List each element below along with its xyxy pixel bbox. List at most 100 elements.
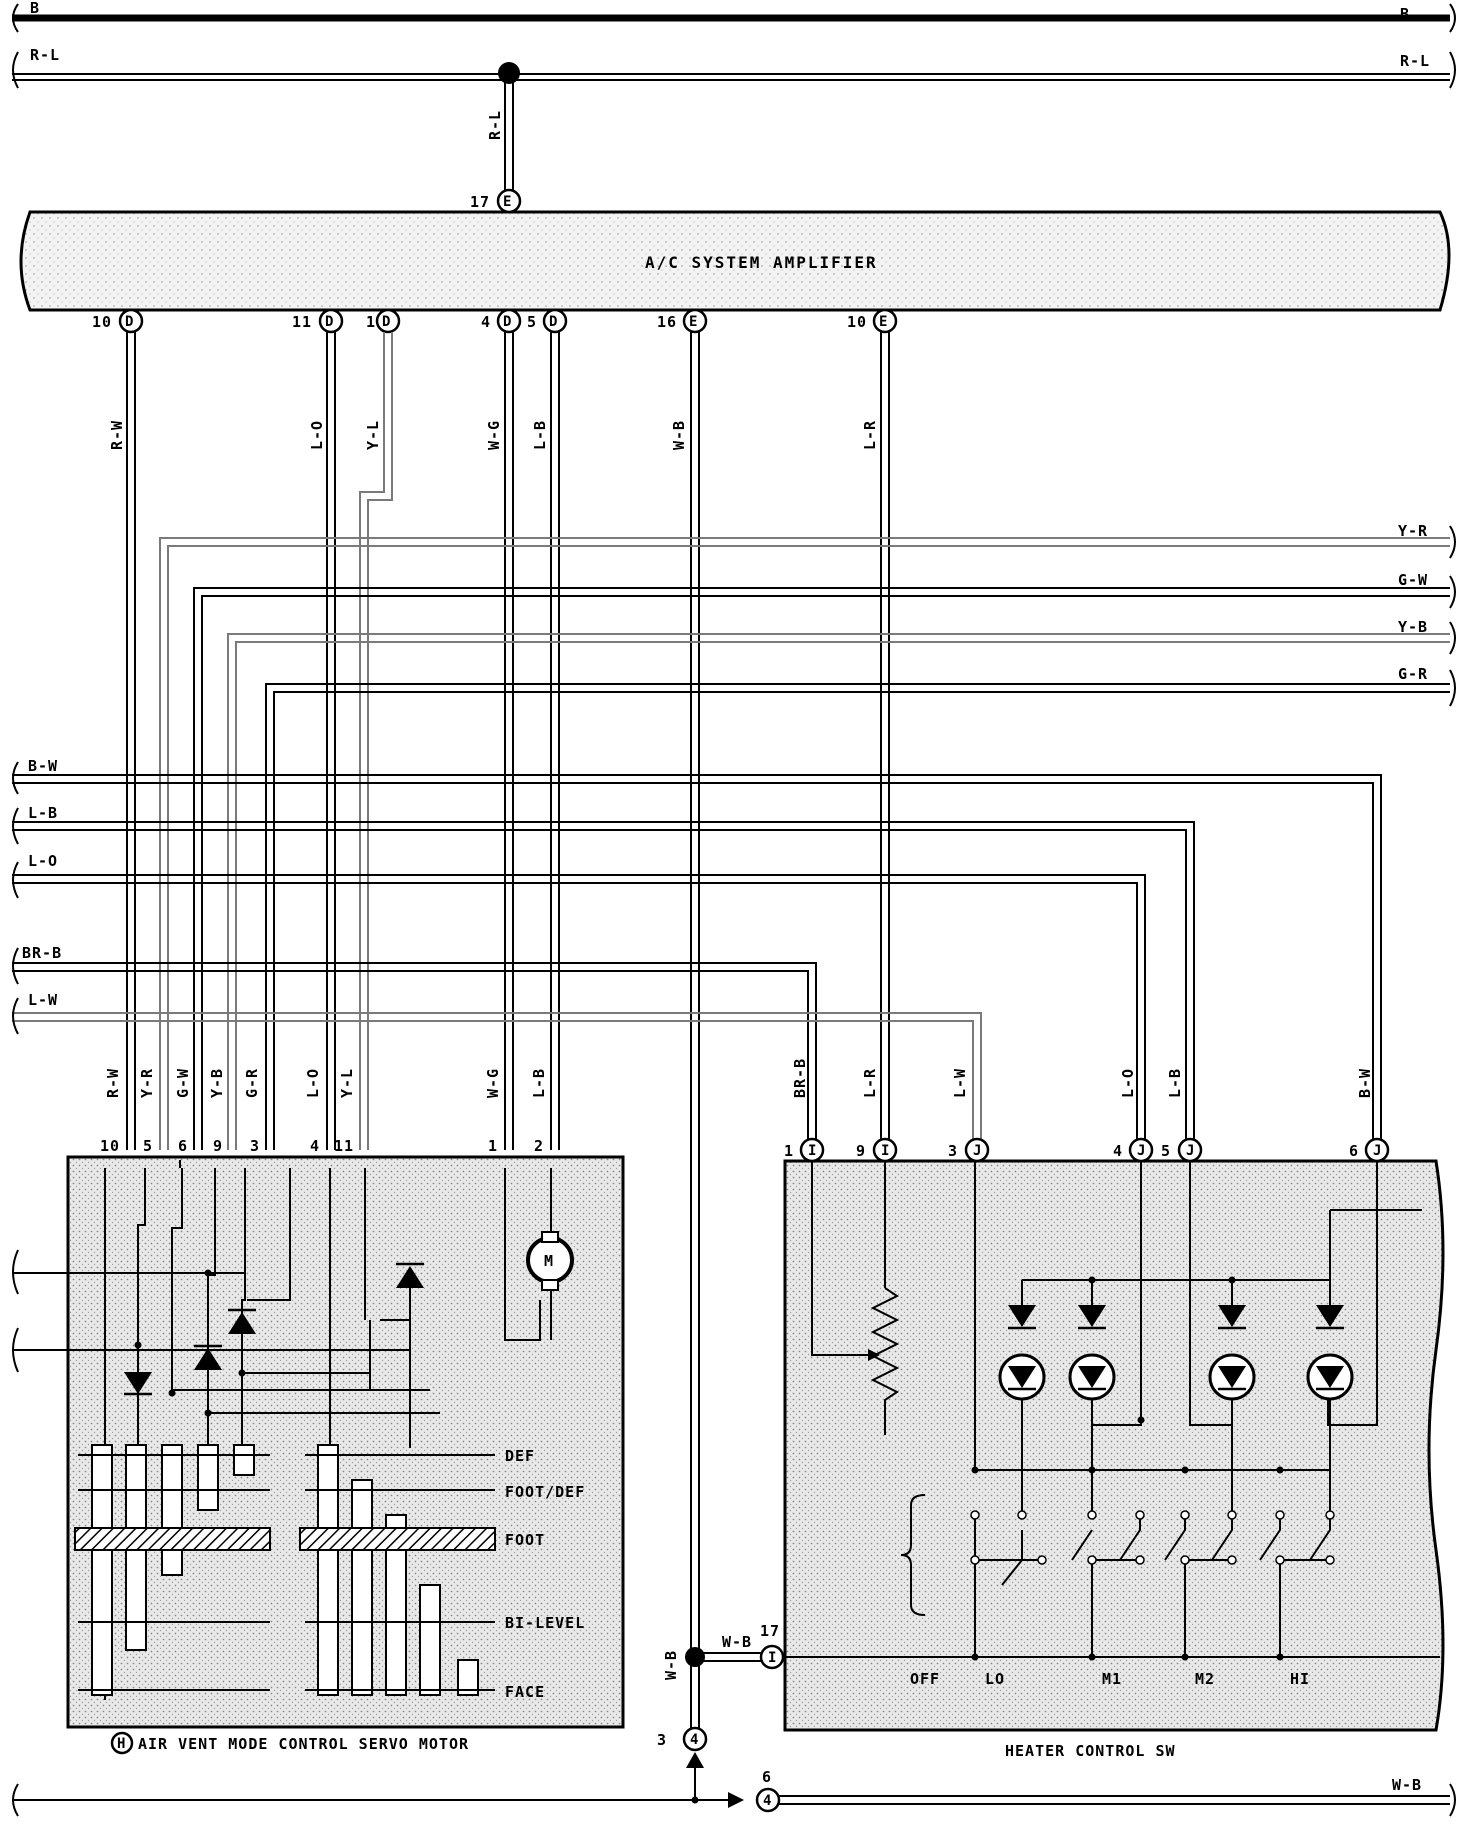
heater-sw-body (783, 1159, 1445, 1732)
stub-lb-b (12, 829, 1187, 1150)
b-bus-right-break (1449, 3, 1456, 33)
stub-lb-break (12, 807, 19, 845)
stub-gw-break (1449, 575, 1456, 609)
mode-bi-level: BI-LEVEL (505, 1614, 585, 1632)
hsw-pos-lo: LO (985, 1670, 1005, 1688)
stub-gw-b (201, 595, 1450, 1150)
stub-yr-a (159, 537, 1450, 1150)
servo-pin-10: 10 (100, 1137, 120, 1155)
hsw-pin-3-num: 3 (948, 1142, 958, 1160)
amplifier-body (19, 210, 1451, 312)
wire-wb-label: W-B (670, 420, 688, 450)
hsw-wire-label-lw: L-W (951, 1068, 969, 1098)
hsw-wire-label-lb: L-B (1166, 1068, 1184, 1098)
hsw-pin-1-num: 1 (784, 1142, 794, 1160)
wire-lb-label: L-B (531, 420, 549, 450)
stub-yr-break (1449, 525, 1456, 559)
amp-pin-5d-num: 5 (527, 313, 537, 331)
amp-pin-11d-num: 11 (292, 313, 312, 331)
servo-mode-lines (78, 1454, 495, 1691)
stub-gw-a (193, 587, 1450, 1150)
servo-wire-label-yb: Y-B (208, 1068, 226, 1098)
amp-pin-16e-conn: E (689, 314, 698, 330)
ground-connector-3-conn: 4 (690, 1732, 699, 1748)
amp-pin-10e (872, 308, 898, 334)
amp-pin-4d (496, 308, 522, 334)
ground-connector-6 (755, 1787, 781, 1813)
stub-lw-label: L-W (28, 991, 58, 1009)
stub-lb-label: L-B (28, 804, 58, 822)
servo-left-break-2 (12, 1327, 19, 1373)
wb-vertical-label: W-B (662, 1650, 680, 1680)
servo-wire-label-lb: L-B (530, 1068, 548, 1098)
stub-lw-break (12, 997, 19, 1035)
ground-node (691, 1796, 699, 1804)
stub-lo-a (12, 874, 1146, 1150)
servo-pin-3: 3 (250, 1137, 260, 1155)
amp-bottom-pins: D 10 D 11 D 1 D 4 D 5 E 16 E 10 (92, 308, 898, 334)
amp-pin-top-conn: E (503, 194, 512, 210)
servo-motor-brush-bottom (541, 1279, 559, 1291)
amp-pin-1d-num: 1 (366, 313, 376, 331)
ground-bus-right-label: W-B (1392, 1776, 1422, 1794)
hsw-pin-5-num: 5 (1161, 1142, 1171, 1160)
amp-pin-1d (375, 308, 401, 334)
servo-wire-label-yl: Y-L (338, 1068, 356, 1098)
hsw-wire-label-brb: BR-B (791, 1058, 809, 1098)
ground-bus-right-break (1449, 1783, 1456, 1817)
ground-connector-6-conn: 4 (763, 1793, 772, 1809)
heater-control-switch: BR-B L-R L-W L-O L-B B-W I 1 I 9 J 3 J 4… (783, 1058, 1445, 1760)
stub-yb-b (235, 641, 1450, 1150)
hsw-wire-label-lr: L-R (861, 1068, 879, 1098)
amp-pin-1d-conn: D (382, 314, 391, 330)
wire-lo-label: L-O (308, 420, 326, 450)
amplifier-title: A/C SYSTEM AMPLIFIER (645, 253, 878, 272)
stub-lo-label: L-O (28, 852, 58, 870)
mode-foot: FOOT (505, 1531, 545, 1549)
ground-arrow-up (686, 1752, 704, 1768)
hsw-wire-label-lo: L-O (1119, 1068, 1137, 1098)
amp-pin-10e-conn: E (879, 314, 888, 330)
stub-brb-break (12, 947, 19, 985)
servo-wire-label-rw: R-W (104, 1068, 122, 1098)
servo-wire-labels: R-W Y-R G-W Y-B G-R L-O Y-L W-G L-B (104, 1068, 548, 1098)
stub-brb-b (12, 970, 809, 1150)
servo-pin-5: 5 (143, 1137, 153, 1155)
servo-hatch-left (74, 1527, 271, 1551)
servo-node-4 (204, 1409, 212, 1417)
amp-pin-4d-conn: D (503, 314, 512, 330)
amp-pin-4d-num: 4 (481, 313, 491, 331)
servo-pin-11: 11 (334, 1137, 354, 1155)
stub-yb-label: Y-B (1398, 618, 1428, 636)
ground-section: W-B W-B I 17 4 3 4 6 W-B (12, 1622, 1456, 1817)
top-bus: B B R-L R-L R-L (12, 0, 1456, 190)
amp-pin-10d (118, 308, 144, 334)
amp-pin-11d-conn: D (325, 314, 334, 330)
b-bus-left-label: B (30, 0, 40, 17)
left-stub-wires: B-W L-B L-O BR-B L-W (12, 757, 1382, 1150)
hsw-pin-5j-conn: J (1186, 1143, 1195, 1159)
rl-bus-left-label: R-L (30, 46, 60, 64)
heater-sw-rheostat-wiper (868, 1349, 880, 1361)
stub-yr-label: Y-R (1398, 522, 1428, 540)
servo-wire-label-yr: Y-R (138, 1068, 156, 1098)
rl-junction-dot (498, 62, 520, 84)
rl-bus-right-break (1449, 51, 1456, 89)
amp-pin-5d (542, 308, 568, 334)
stub-bw-label: B-W (28, 757, 58, 775)
stub-yb-break (1449, 621, 1456, 655)
hsw-pin-3j (964, 1137, 990, 1163)
ground-connector-6-num: 6 (762, 1768, 772, 1786)
servo-wire-label-gw: G-W (174, 1068, 192, 1098)
wb-horizontal-label: W-B (722, 1633, 752, 1651)
amp-pin-10e-num: 10 (847, 313, 867, 331)
stub-lw-a (12, 1012, 982, 1150)
rl-bus-right-label: R-L (1400, 52, 1430, 70)
ground-arrow-right (728, 1792, 744, 1808)
hsw-pin-9-num: 9 (856, 1142, 866, 1160)
ac-amplifier: A/C SYSTEM AMPLIFIER E 17 (19, 188, 1451, 312)
heater-sw-leds (998, 1305, 1354, 1401)
amp-pin-top-num: 17 (470, 193, 490, 211)
